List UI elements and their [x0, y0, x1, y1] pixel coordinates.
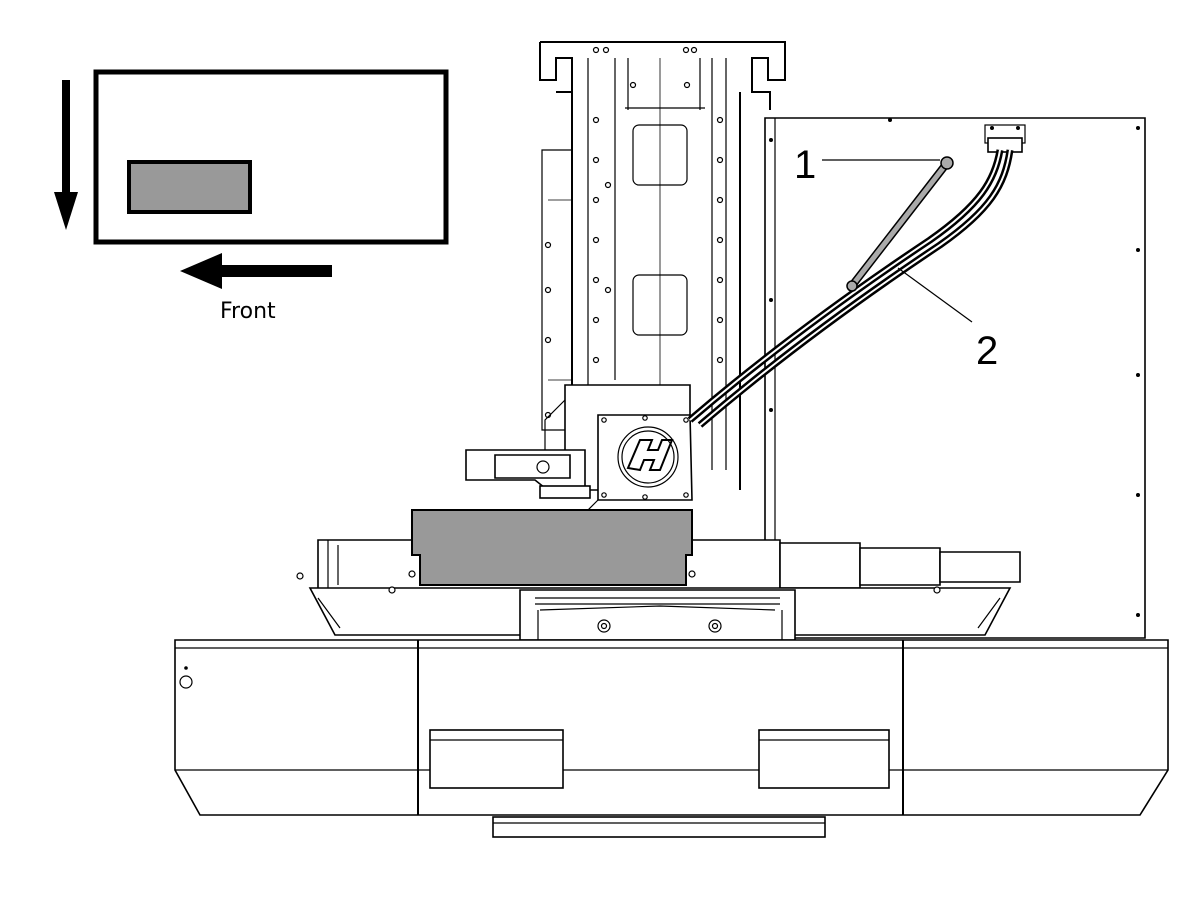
spindle-head: [465, 384, 693, 511]
callout-number-1: 1: [794, 143, 816, 187]
front-label: Front: [220, 299, 276, 324]
machine-column: [539, 41, 786, 490]
inset-table-highlight: [127, 160, 252, 214]
orientation-inset: Front: [54, 69, 449, 324]
table-top-highlight: [411, 509, 693, 586]
callout-number-2: 2: [976, 329, 998, 373]
machine-base: [174, 639, 1169, 838]
chip-drawer-left: [429, 729, 564, 789]
plate-bolts: [601, 415, 689, 500]
base-knob-icon: [179, 675, 193, 689]
column-bolts: [544, 46, 724, 419]
down-arrow-icon: [54, 80, 78, 230]
callout-1: 1: [794, 143, 940, 187]
gas-spring-rod: [846, 156, 954, 292]
rod-lower-end: [846, 280, 858, 292]
panel-fasteners: [769, 118, 1140, 617]
brand-logo-icon: [617, 426, 679, 488]
machine-table: [296, 509, 1021, 641]
base-pad: [492, 816, 826, 838]
rear-enclosure-panel: [764, 117, 1146, 639]
chip-drawer-right: [758, 729, 890, 789]
left-arrow-icon: [180, 253, 332, 289]
callout-2: 2: [897, 267, 998, 373]
hose-bundle: [687, 149, 1014, 428]
rod-upper-end: [940, 156, 954, 170]
inset-frame: [93, 69, 449, 245]
